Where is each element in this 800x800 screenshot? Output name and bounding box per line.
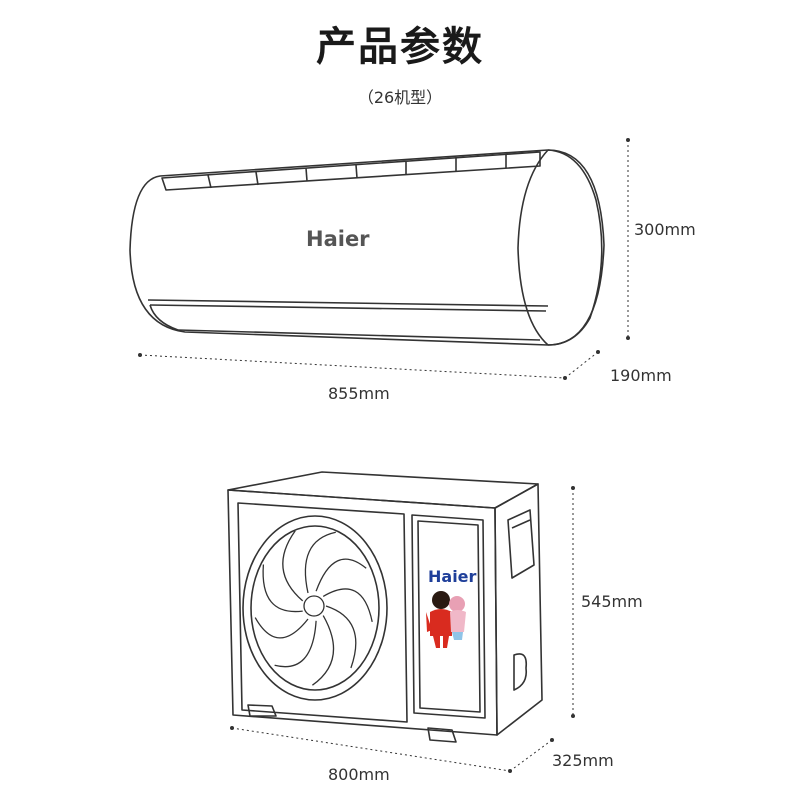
- outdoor-depth-label: 325mm: [552, 751, 614, 770]
- fan-blade: [312, 615, 335, 686]
- indoor-brand-logo: Haier: [306, 227, 370, 251]
- indoor-depth-label: 190mm: [610, 366, 672, 385]
- fan-blade: [254, 617, 309, 639]
- outdoor-width-label: 800mm: [328, 765, 390, 784]
- fan-blade: [322, 588, 373, 623]
- fan-blades: [254, 530, 373, 686]
- fan-blade: [304, 531, 336, 594]
- indoor-unit-drawing: [129, 149, 605, 346]
- fan-blade: [262, 564, 303, 613]
- outdoor-height-label: 545mm: [581, 592, 643, 611]
- outdoor-brand-logo: Haier: [428, 567, 477, 586]
- indoor-dimension-dots: [138, 138, 630, 380]
- fan-blade: [325, 605, 357, 669]
- fan-blade: [274, 620, 317, 668]
- outdoor-unit-drawing: [227, 471, 543, 743]
- model-subtitle: （26机型）: [357, 88, 443, 107]
- mascot-illustration: [426, 591, 466, 648]
- indoor-width-label: 855mm: [328, 384, 390, 403]
- outdoor-dimension-lines: [231, 488, 574, 772]
- fan-blade: [315, 558, 367, 592]
- fan-blade: [282, 530, 304, 602]
- page-title: 产品参数: [316, 24, 484, 70]
- outdoor-dimension-dots: [230, 486, 575, 773]
- fan-hub: [303, 595, 325, 617]
- indoor-dimension-lines: [139, 140, 629, 379]
- indoor-height-label: 300mm: [634, 220, 696, 239]
